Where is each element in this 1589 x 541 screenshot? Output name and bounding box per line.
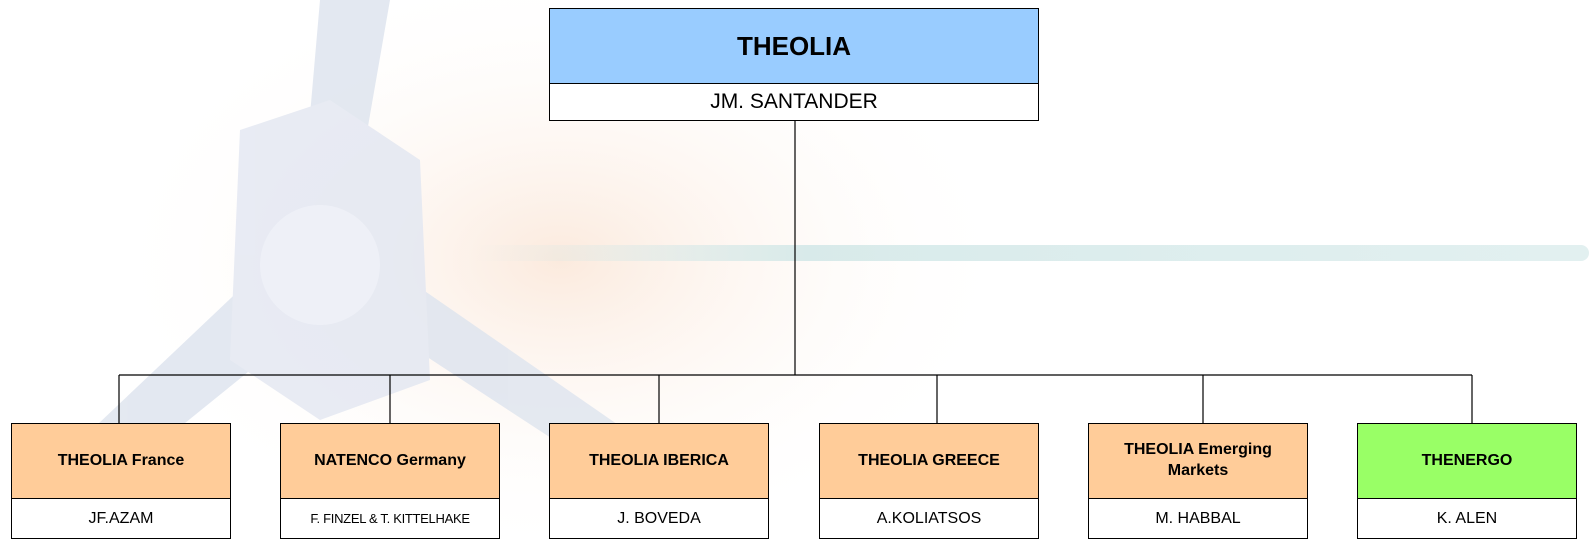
- org-node-theolia-greece: THEOLIA GREECE A.KOLIATSOS: [819, 423, 1039, 539]
- subsidiary-person-label: F. FINZEL & T. KITTELHAKE: [280, 499, 500, 539]
- subsidiary-person-label: JF.AZAM: [11, 499, 231, 539]
- subsidiary-company-label: THEOLIA GREECE: [819, 423, 1039, 499]
- subsidiary-person-label: K. ALEN: [1357, 499, 1577, 539]
- root-person-label: JM. SANTANDER: [549, 84, 1039, 121]
- subsidiary-company-label: THEOLIA France: [11, 423, 231, 499]
- subsidiary-company-label: THEOLIA Emerging Markets: [1088, 423, 1308, 499]
- subsidiary-company-label: THENERGO: [1357, 423, 1577, 499]
- org-node-natenco-germany: NATENCO Germany F. FINZEL & T. KITTELHAK…: [280, 423, 500, 539]
- subsidiary-company-label: NATENCO Germany: [280, 423, 500, 499]
- org-node-theolia-iberica: THEOLIA IBERICA J. BOVEDA: [549, 423, 769, 539]
- org-node-thenergo: THENERGO K. ALEN: [1357, 423, 1577, 539]
- subsidiary-company-label: THEOLIA IBERICA: [549, 423, 769, 499]
- org-node-root: THEOLIA JM. SANTANDER: [549, 8, 1039, 121]
- subsidiary-person-label: J. BOVEDA: [549, 499, 769, 539]
- subsidiary-person-label: A.KOLIATSOS: [819, 499, 1039, 539]
- subsidiary-person-label: M. HABBAL: [1088, 499, 1308, 539]
- root-company-label: THEOLIA: [549, 8, 1039, 84]
- org-node-theolia-emerging-markets: THEOLIA Emerging Markets M. HABBAL: [1088, 423, 1308, 539]
- org-node-theolia-france: THEOLIA France JF.AZAM: [11, 423, 231, 539]
